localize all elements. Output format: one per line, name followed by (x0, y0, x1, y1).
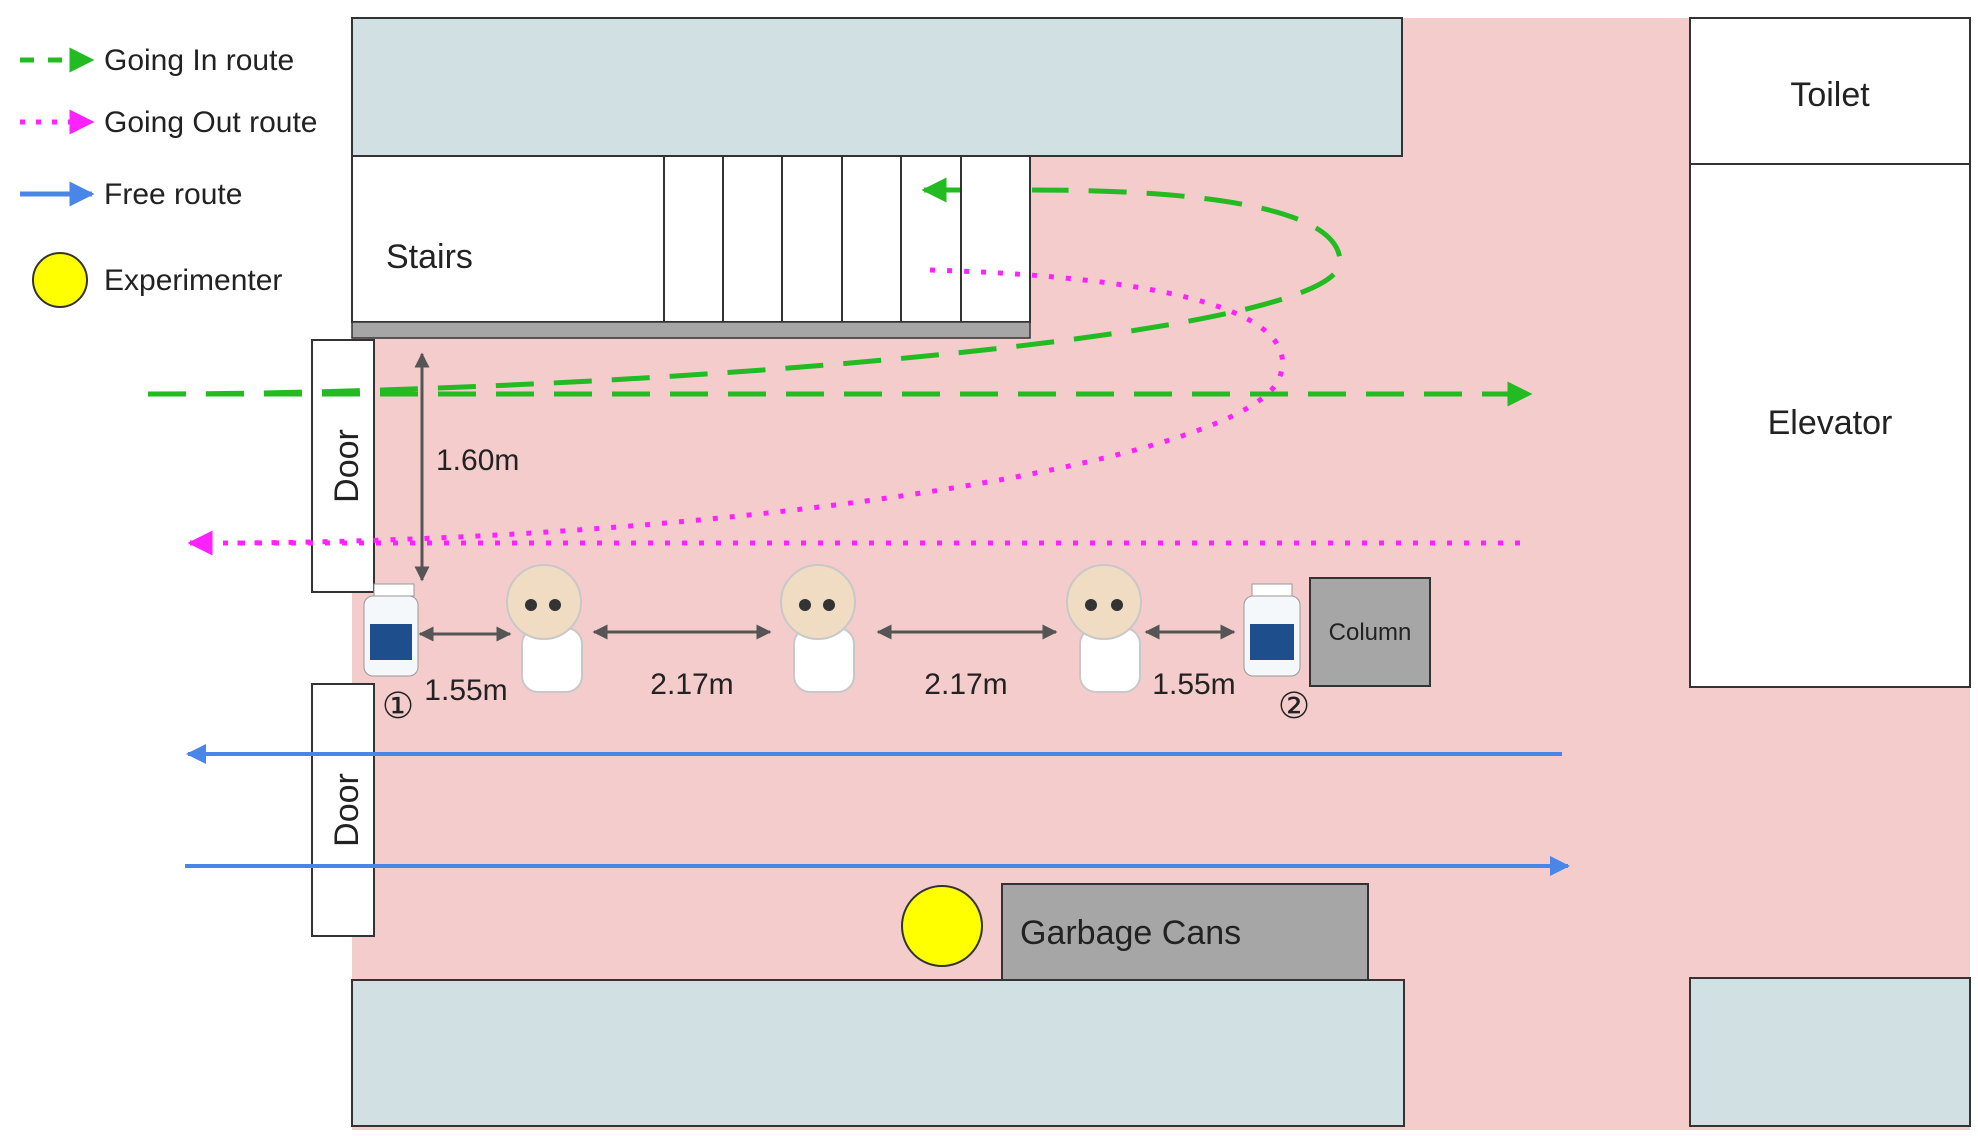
elevator-label: Elevator (1768, 404, 1893, 442)
station-1-marker: ① (382, 685, 414, 726)
robot-2 (780, 564, 856, 693)
going-in-route-upper (147, 187, 1343, 397)
elevator (1689, 163, 1971, 688)
robot-1 (506, 564, 583, 693)
top-wall (351, 17, 1403, 157)
station-2-marker: ② (1278, 685, 1310, 726)
legend-experimenter-swatch (32, 252, 88, 308)
bottom-right-wall (1689, 977, 1971, 1127)
distance-label-2: 2.17m (650, 668, 733, 701)
sanitizer-bottle-1 (363, 583, 419, 677)
bottom-wall (351, 979, 1405, 1127)
door-top (311, 339, 375, 593)
toilet-label: Toilet (1790, 76, 1870, 114)
legend-going-out-label: Going Out route (104, 106, 317, 139)
column-label: Column (1329, 619, 1412, 646)
column (1309, 577, 1431, 687)
toilet-room (1689, 17, 1971, 165)
robot-3 (1066, 564, 1142, 693)
distance-label-1: 1.55m (424, 674, 507, 707)
distance-label-3: 2.17m (924, 668, 1007, 701)
door-top-label: Door (328, 429, 366, 503)
distance-label-4: 1.55m (1152, 668, 1235, 701)
legend: Going In route Going Out route Free rout… (20, 44, 317, 308)
stairs-label: Stairs (386, 238, 473, 276)
experimenter-marker (901, 885, 983, 967)
legend-going-in-label: Going In route (104, 44, 294, 77)
corridor-width-label: 1.60m (436, 444, 519, 477)
going-out-route-curve (234, 267, 1285, 546)
stairs (351, 155, 1031, 323)
door-bottom-label: Door (328, 773, 366, 847)
door-bottom (311, 683, 375, 937)
garbage-cans-label: Garbage Cans (1020, 914, 1241, 952)
legend-free-label: Free route (104, 178, 242, 211)
garbage-cans (1001, 883, 1369, 981)
stairs-edge (351, 321, 1031, 339)
legend-experimenter-label: Experimenter (104, 264, 282, 297)
sanitizer-bottle-2 (1243, 583, 1301, 677)
